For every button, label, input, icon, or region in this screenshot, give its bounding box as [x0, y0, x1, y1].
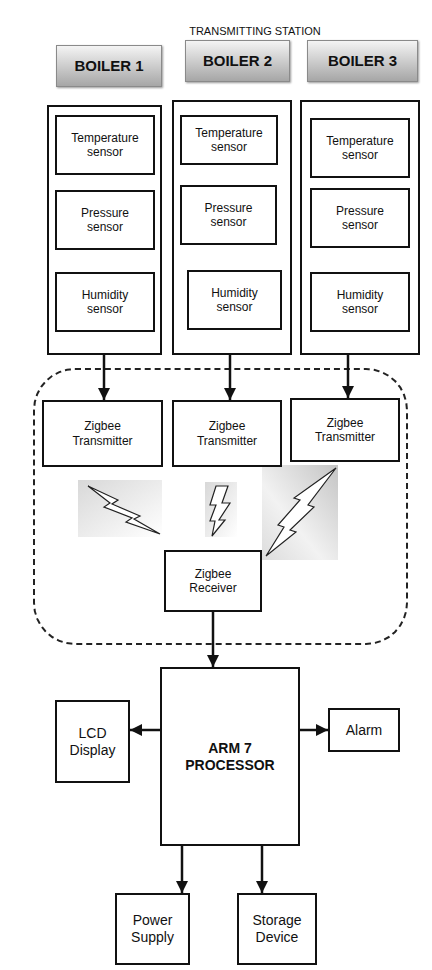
alarm-box: Alarm [328, 708, 400, 752]
box-text: LCD Display [61, 725, 124, 759]
symbol-background [262, 465, 338, 560]
display-box: LCD Display [55, 700, 130, 783]
transmitter-box: Zigbee Transmitter [42, 400, 163, 467]
power-box: Power Supply [115, 893, 190, 965]
arrow-connector [300, 729, 328, 732]
processor-box: ARM 7 PROCESSOR [160, 667, 300, 846]
box-text: Pressure sensor [324, 204, 396, 233]
sensor-group: Temperature sensorPressure sensorHumidit… [172, 100, 292, 355]
sensor-group: Temperature sensorPressure sensorHumidit… [47, 105, 162, 355]
sensor-box: Temperature sensor [55, 115, 155, 175]
arrow-connector [130, 729, 160, 732]
box-text: Zigbee Transmitter [184, 419, 270, 448]
box-text: Power Supply [121, 912, 184, 946]
box-text: Zigbee Transmitter [58, 419, 147, 448]
boiler-label: BOILER 3 [307, 40, 418, 82]
sensor-box: Humidity sensor [310, 272, 410, 332]
box-text: Pressure sensor [69, 206, 141, 235]
symbol-background [78, 480, 162, 537]
box-text: Zigbee Receiver [176, 567, 250, 596]
sensor-box: Pressure sensor [310, 188, 410, 248]
sensor-box: Temperature sensor [310, 118, 410, 178]
box-text: BOILER 1 [74, 57, 143, 75]
sensor-box: Pressure sensor [55, 190, 155, 250]
box-text: BOILER 2 [203, 52, 272, 70]
box-text: Humidity sensor [69, 288, 141, 317]
transmitter-box: Zigbee Transmitter [290, 398, 400, 462]
box-text: Humidity sensor [324, 288, 396, 317]
box-text: Temperature sensor [324, 134, 396, 163]
lightning-bolt [88, 486, 160, 534]
arrow-connector [181, 846, 184, 893]
arrow-connector [212, 612, 215, 667]
arrow-connector [103, 355, 106, 400]
box-text: Temperature sensor [69, 131, 141, 160]
box-text: ARM 7 PROCESSOR [185, 740, 274, 774]
box-text: Alarm [346, 722, 383, 739]
symbol-background [205, 482, 237, 537]
box-text: Storage Device [243, 912, 311, 946]
storage-box: Storage Device [237, 893, 317, 965]
box-text: Pressure sensor [194, 201, 263, 230]
boiler-label: BOILER 1 [56, 45, 162, 87]
transmitter-box: Zigbee Transmitter [172, 400, 282, 467]
receiver-box: Zigbee Receiver [164, 550, 262, 612]
sensor-box: Pressure sensor [180, 185, 277, 245]
box-text: Zigbee Transmitter [302, 416, 388, 445]
wireless-region: Zigbee TransmitterZigbee TransmitterZigb… [33, 368, 408, 645]
sensor-box: Humidity sensor [55, 272, 155, 332]
lightning-bolt [210, 486, 230, 536]
arrow-connector [261, 846, 264, 893]
sensor-box: Humidity sensor [187, 270, 282, 330]
diagram-title: TRANSMITTING STATION [120, 25, 390, 37]
box-text: Temperature sensor [194, 126, 264, 155]
boiler-label: BOILER 2 [185, 40, 290, 82]
arrow-connector [347, 355, 350, 398]
lightning-bolt [266, 468, 336, 556]
box-text: Humidity sensor [201, 286, 268, 315]
box-text: BOILER 3 [328, 52, 397, 70]
sensor-group: Temperature sensorPressure sensorHumidit… [300, 100, 420, 355]
arrow-connector [229, 355, 232, 400]
sensor-box: Temperature sensor [180, 115, 278, 165]
